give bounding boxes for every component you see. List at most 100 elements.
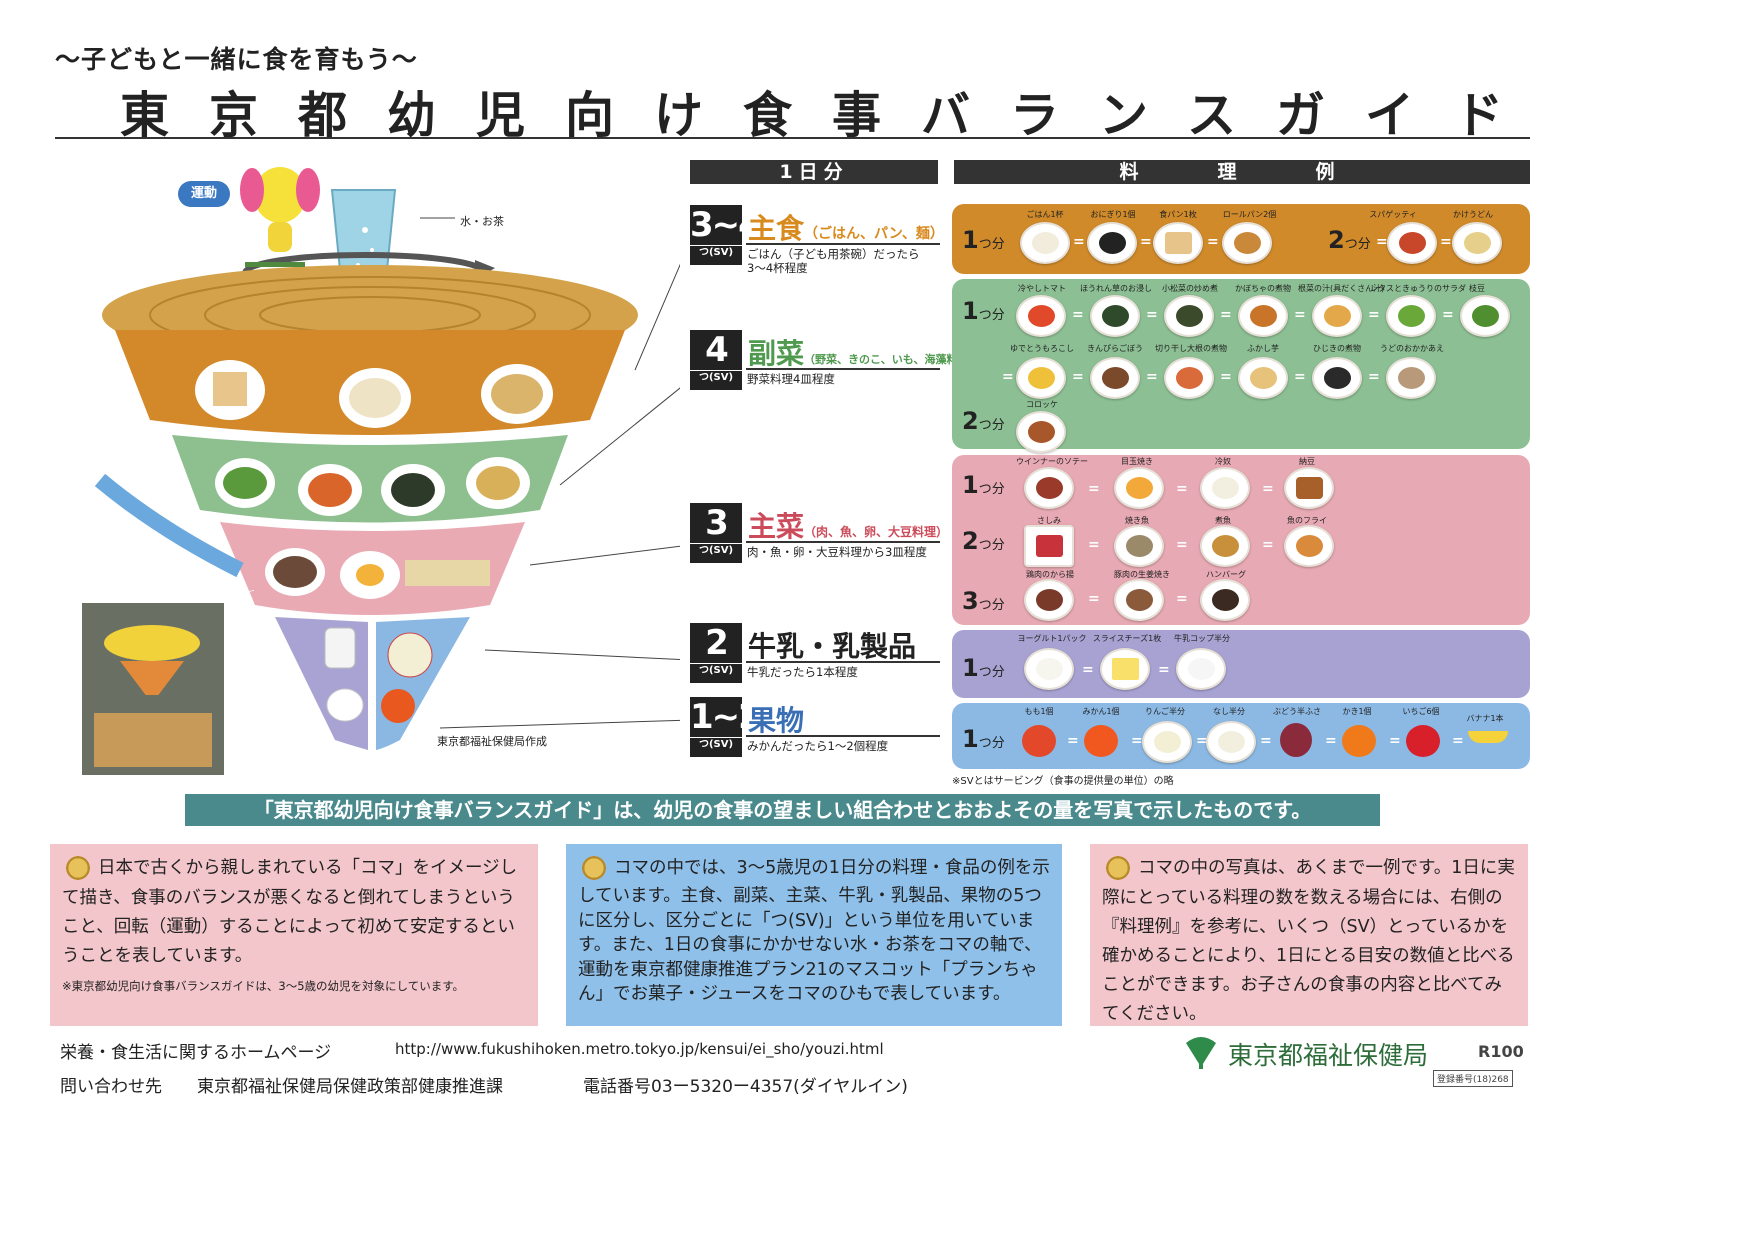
croquette-icon <box>1016 411 1066 453</box>
tokyo-ginkgo-logo-icon <box>1186 1037 1216 1069</box>
edamame-icon <box>1460 295 1510 337</box>
contact-phone: 電話番号03ー5320ー4357(ダイヤルイン) <box>583 1077 908 1097</box>
food-label: ゆでとうもろこし <box>1010 344 1074 353</box>
food-label: かき1個 <box>1342 707 1372 716</box>
food-label: ヨーグルト1パック <box>1017 634 1087 643</box>
hijiki-icon <box>1312 357 1362 399</box>
food-label: りんご半分 <box>1145 707 1185 716</box>
food-label: 小松菜の炒め煮 <box>1162 284 1218 293</box>
kinpira-icon <box>1090 357 1140 399</box>
food-label: 切り干し大根の煮物 <box>1155 344 1227 353</box>
food-label: かぼちゃの煮物 <box>1235 284 1291 293</box>
food-label: コロッケ <box>1026 400 1058 409</box>
tofu-icon <box>1200 467 1250 509</box>
band-milk: 1つ分 ヨーグルト1パック = スライスチーズ1枚 = 牛乳コップ半分 <box>952 630 1530 698</box>
daily-header: 1日分 <box>690 160 938 184</box>
bread-icon <box>1153 222 1203 264</box>
food-label: ぶどう半ふさ <box>1273 707 1321 716</box>
plan-chan-mascot <box>240 167 320 267</box>
sweet-potato-icon <box>1238 357 1288 399</box>
yogurt-icon <box>1024 648 1074 690</box>
food-label: スパゲッティ <box>1369 210 1417 219</box>
info-box-usage: コマの中の写真は、あくまで一例です。1日に実際にとっている料理の数を数える場合に… <box>1090 844 1528 1026</box>
persimmon-icon <box>1336 721 1386 763</box>
udon-icon <box>1452 222 1502 264</box>
koma-photo <box>82 603 224 775</box>
cheese-icon <box>1100 648 1150 690</box>
food-label: 牛乳コップ半分 <box>1174 634 1230 643</box>
banana-icon <box>1466 727 1510 747</box>
contact-department: 東京都福祉保健局保健政策部健康推進課 <box>197 1077 503 1097</box>
description-banner: 「東京都幼児向け食事バランスガイド」は、幼児の食事の望ましい組合わせとおおよその… <box>185 794 1380 826</box>
food-label: ごはん1杯 <box>1026 210 1064 219</box>
food-label: うどのおかかあえ <box>1380 344 1444 353</box>
food-label: いちご6個 <box>1402 707 1440 716</box>
udo-icon <box>1386 357 1436 399</box>
food-label: おにぎり1個 <box>1090 210 1136 219</box>
food-label: 豚肉の生姜焼き <box>1114 570 1170 579</box>
hamburg-icon <box>1200 579 1250 621</box>
target-note: ※東京都幼児向け食事バランスガイドは、3〜5歳の幼児を対象にしています。 <box>62 979 465 993</box>
rice-bowl-icon <box>1020 222 1070 264</box>
food-label: 納豆 <box>1299 457 1315 466</box>
grape-icon <box>1272 721 1322 763</box>
water-label: 水・お茶 <box>460 215 504 228</box>
food-label: なし半分 <box>1213 707 1245 716</box>
undo-badge: 運動 <box>178 181 230 207</box>
sun-icon <box>1102 852 1134 884</box>
food-label: 根菜の汁(具だくさん汁) <box>1298 284 1385 293</box>
simmered-fish-icon <box>1200 525 1250 567</box>
food-label: 目玉焼き <box>1121 457 1153 466</box>
recycle-mark: R100 <box>1478 1042 1524 1061</box>
sashimi-icon <box>1024 525 1074 567</box>
food-label: レタスときゅうりのサラダ <box>1370 284 1466 293</box>
food-label: 冷奴 <box>1215 457 1231 466</box>
band-fukusai: 1つ分 冷やしトマト = ほうれん草のお浸し = 小松菜の炒め煮 = かぼちゃの… <box>952 279 1530 453</box>
homepage-url[interactable]: http://www.fukushihoken.metro.tokyo.jp/k… <box>395 1040 884 1058</box>
pumpkin-icon <box>1238 295 1288 337</box>
org-name: 東京都福祉保健局 <box>1228 1041 1429 1070</box>
food-label: ウインナーのソテー <box>1016 457 1088 466</box>
food-label: 焼き魚 <box>1125 516 1149 525</box>
homepage-label: 栄養・食生活に関するホームページ <box>60 1043 332 1063</box>
strawberry-icon <box>1400 721 1450 763</box>
contact-label: 問い合わせ先 <box>60 1077 162 1097</box>
examples-header: 料 理 例 <box>954 160 1530 184</box>
food-label: きんぴらごぼう <box>1087 344 1143 353</box>
natto-icon <box>1284 467 1334 509</box>
food-label: スライスチーズ1枚 <box>1092 634 1162 643</box>
pear-icon <box>1206 721 1256 763</box>
fish-fry-icon <box>1284 525 1334 567</box>
info-box-koma: 日本で古くから親しまれている「コマ」をイメージして描き、食事のバランスが悪くなる… <box>50 844 538 1026</box>
band-fruit: 1つ分 もも1個 = みかん1個 = りんご半分 = なし半分 = ぶどう半ふさ… <box>952 703 1530 769</box>
info-box-contents: コマの中では、3〜5歳児の1日分の料理・食品の例を示しています。主食、副菜、主菜… <box>566 844 1062 1026</box>
milk-cup-icon <box>1176 648 1226 690</box>
koma-layer-fukusai <box>172 435 568 523</box>
food-label: さしみ <box>1037 516 1061 525</box>
band-shusai: 1つ分 ウインナーのソテー = 目玉焼き = 冷奴 = 納豆 2つ分 さしみ =… <box>952 455 1530 625</box>
food-label: ハンバーグ <box>1206 570 1246 579</box>
roll-bread-icon <box>1222 222 1272 264</box>
food-label: 冷やしトマト <box>1018 284 1066 293</box>
food-label: かけうどん <box>1453 210 1493 219</box>
food-label: 魚のフライ <box>1287 516 1327 525</box>
food-label: 煮魚 <box>1215 516 1231 525</box>
registration-number: 登録番号(18)268 <box>1433 1070 1513 1087</box>
karaage-icon <box>1024 579 1074 621</box>
koma-string <box>94 473 244 578</box>
food-label: 鶏肉のから揚 <box>1026 570 1074 579</box>
sun-icon <box>62 852 94 884</box>
onigiri-icon <box>1087 222 1137 264</box>
kiriboshi-icon <box>1164 357 1214 399</box>
spaghetti-icon <box>1387 222 1437 264</box>
food-label: ロールパン2個 <box>1222 210 1277 219</box>
ginger-pork-icon <box>1114 579 1164 621</box>
sv-note: ※SVとはサービング（食事の提供量の単位）の略 <box>952 776 1174 787</box>
koma-food-photos <box>195 360 553 723</box>
soup-icon <box>1312 295 1362 337</box>
salad-icon <box>1386 295 1436 337</box>
page-subtitle: 〜子どもと一緒に食を育もう〜 <box>55 45 418 74</box>
